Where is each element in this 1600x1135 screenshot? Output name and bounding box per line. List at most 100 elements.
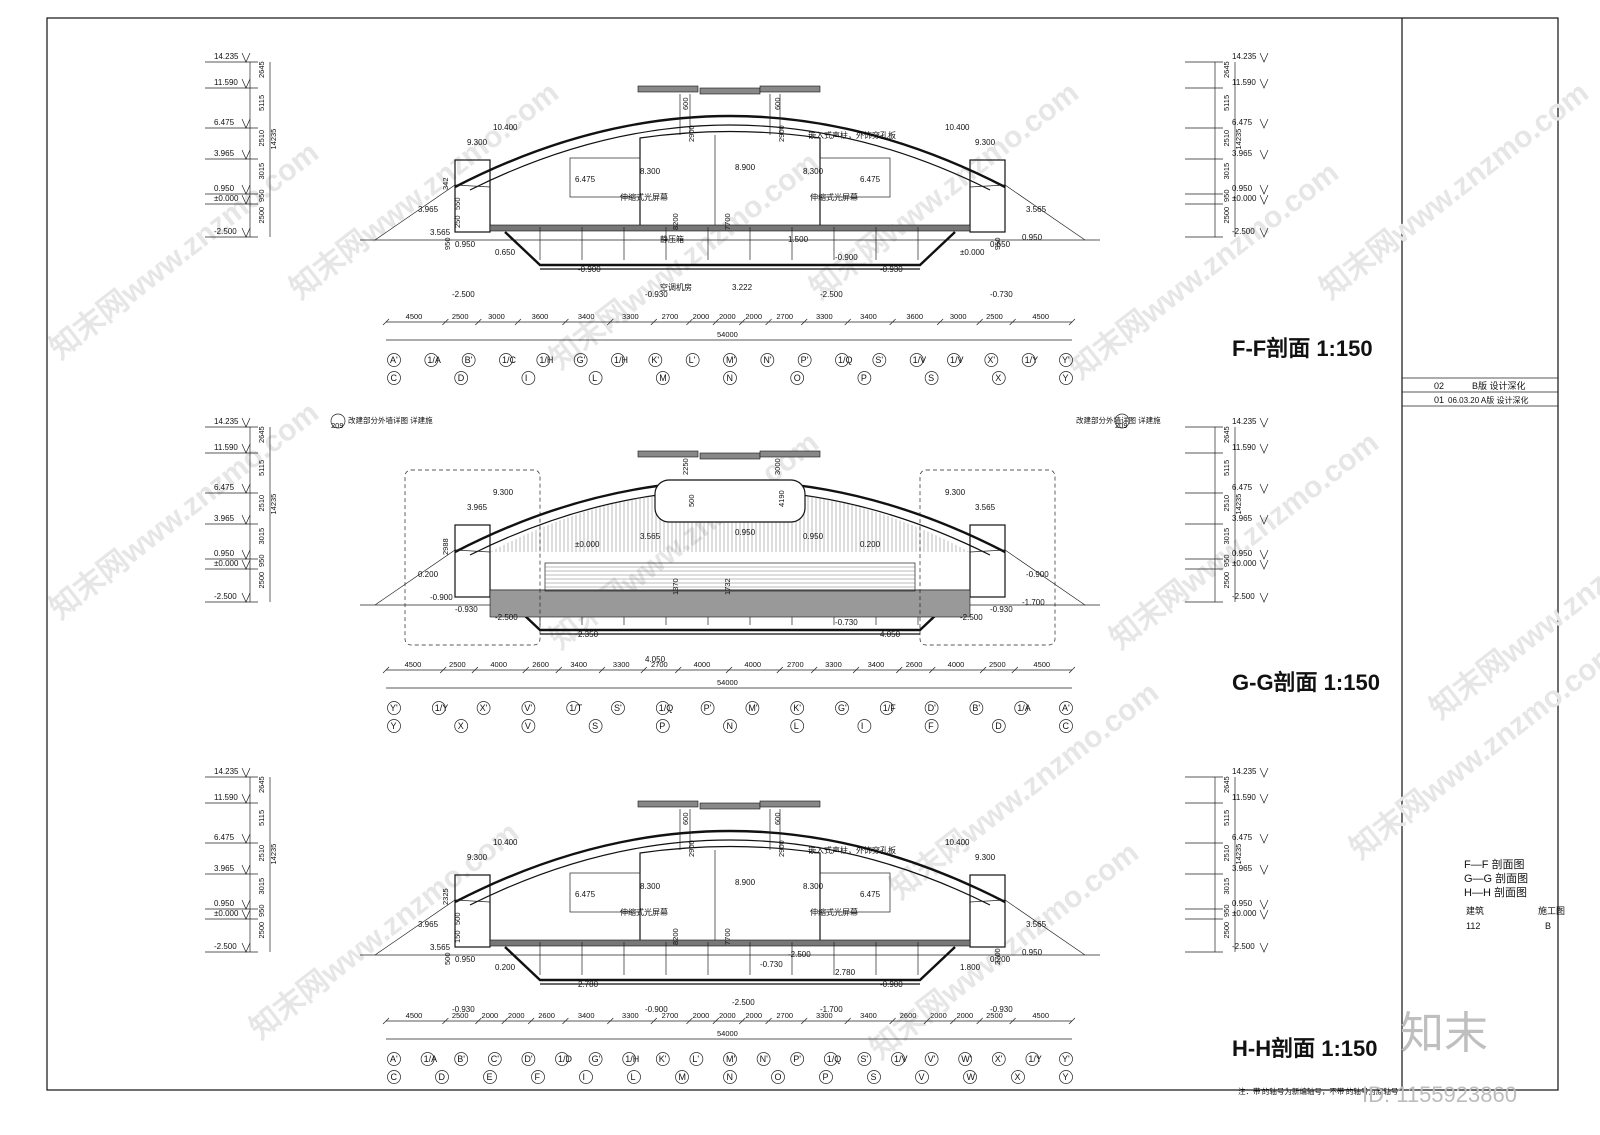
level-triangle [1259, 417, 1269, 428]
axis-label-old: N [727, 373, 734, 383]
axis-label-old: Y [391, 721, 397, 731]
small-dim: 600 [681, 97, 690, 110]
watermark-text: 知末网www.znzmo.com [44, 136, 325, 366]
axis-bubble [790, 701, 805, 715]
screen-left [569, 872, 641, 913]
detail-callout-right [919, 469, 1056, 646]
axis-bubble [454, 1052, 469, 1066]
axis-bubble [723, 719, 737, 733]
callout-number: 209 [1115, 421, 1128, 430]
dim-tick [1009, 1017, 1016, 1025]
right-wall [969, 874, 1006, 948]
axis-label-old: Y [1063, 373, 1069, 383]
level-label: 0.950 [214, 899, 235, 908]
level-total: 14235 [1234, 494, 1243, 515]
elevation-label: 6.475 [575, 175, 596, 184]
axis-label-new: B' [465, 355, 473, 365]
watermark-layer: 知末网www.znzmo.com知末网www.znzmo.com知末网www.z… [44, 76, 1600, 1066]
screen-left [569, 157, 641, 198]
right-wall [969, 159, 1006, 233]
level-total: 14235 [269, 844, 278, 865]
level-dim: 950 [1222, 189, 1231, 202]
level-label: 6.475 [214, 833, 235, 842]
span-dim: 3400 [570, 660, 587, 669]
left-wall [454, 874, 491, 948]
watermark-text: 知末网www.znzmo.com [44, 396, 325, 626]
axis-bubble [924, 719, 939, 733]
roof-arch [454, 829, 1006, 904]
axis-label-old: O [794, 373, 801, 383]
level-dim: 2500 [1222, 572, 1231, 589]
level-dim: 2510 [1222, 130, 1231, 147]
axis-bubble [872, 353, 887, 367]
elevation-label: 9.300 [467, 853, 488, 862]
axis-label-new: 1/H [614, 355, 628, 365]
level-dim: 950 [257, 904, 266, 917]
level-triangle [241, 194, 251, 205]
sheet-number: 112 [1466, 921, 1480, 931]
level-triangle [241, 942, 251, 953]
axis-bubble [387, 701, 401, 715]
axis-bubble [963, 1070, 977, 1084]
elevation-label: 0.200 [495, 963, 516, 972]
span-dim: 2700 [651, 660, 668, 669]
axis-bubble [611, 701, 625, 715]
axis-bubble [891, 1052, 905, 1066]
axis-label-old: M [679, 1072, 687, 1082]
span-dim: 2000 [719, 312, 736, 321]
level-dim: 2500 [257, 207, 266, 224]
axis-bubble [760, 353, 775, 367]
section-title-h-h: H-H剖面 1:150 [1232, 1036, 1377, 1061]
axis-label-old: E [487, 1072, 493, 1082]
small-dim: 342 [441, 177, 450, 190]
level-dim: 2500 [257, 922, 266, 939]
span-dim: 3300 [825, 660, 842, 669]
dim-tick [765, 318, 772, 326]
axis-bubble [622, 1052, 637, 1066]
axis-bubble [790, 719, 805, 733]
level-label: ±0.000 [214, 559, 239, 568]
elevation-label: 3.565 [430, 943, 451, 952]
small-dim: 600 [773, 812, 782, 825]
level-triangle [241, 78, 251, 89]
dim-tick [640, 666, 648, 674]
axis-label-new: 1/A [1017, 703, 1031, 713]
dim-tick [976, 1017, 983, 1025]
elevation-label: -2.500 [788, 950, 811, 959]
dim-tick [950, 1017, 957, 1025]
roof-arch-inner [469, 124, 991, 191]
elevation-label: -1.700 [1022, 598, 1045, 607]
axis-label-new: L' [692, 1054, 699, 1064]
dim-tick [650, 1017, 658, 1025]
level-dim: 950 [1222, 904, 1231, 917]
axis-label-new: B' [457, 1054, 465, 1064]
axis-bubble [531, 1070, 545, 1084]
detail-callout-left [404, 469, 541, 646]
axis-label-new: 1/A [424, 1054, 438, 1064]
dim-tick [1068, 318, 1076, 326]
left-wall [454, 159, 491, 233]
axis-bubble [835, 353, 849, 367]
elevation-label: 3.965 [418, 205, 439, 214]
dim-tick [738, 1017, 746, 1025]
note-label: 静压箱 [660, 234, 684, 244]
level-triangle [1259, 909, 1269, 920]
level-triangle [241, 227, 251, 238]
level-triangle [1259, 559, 1269, 570]
level-dim: 2510 [257, 495, 266, 512]
span-dim: 2700 [787, 660, 804, 669]
span-dim: 2500 [986, 312, 1003, 321]
level-label: 0.950 [214, 549, 235, 558]
level-dim: 3015 [257, 528, 266, 545]
level-triangle [1259, 194, 1269, 205]
image-id: ID: 1155923860 [1362, 1082, 1517, 1107]
level-triangle [241, 149, 251, 160]
axis-bubble [588, 1052, 603, 1066]
span-dim: 2600 [538, 1011, 555, 1020]
axis-label-new: 1/Y [1028, 1054, 1042, 1064]
axis-label-old: Y [1063, 1072, 1069, 1082]
level-triangle [1259, 864, 1269, 875]
roof-cap [759, 450, 821, 458]
level-triangle [1259, 549, 1269, 560]
